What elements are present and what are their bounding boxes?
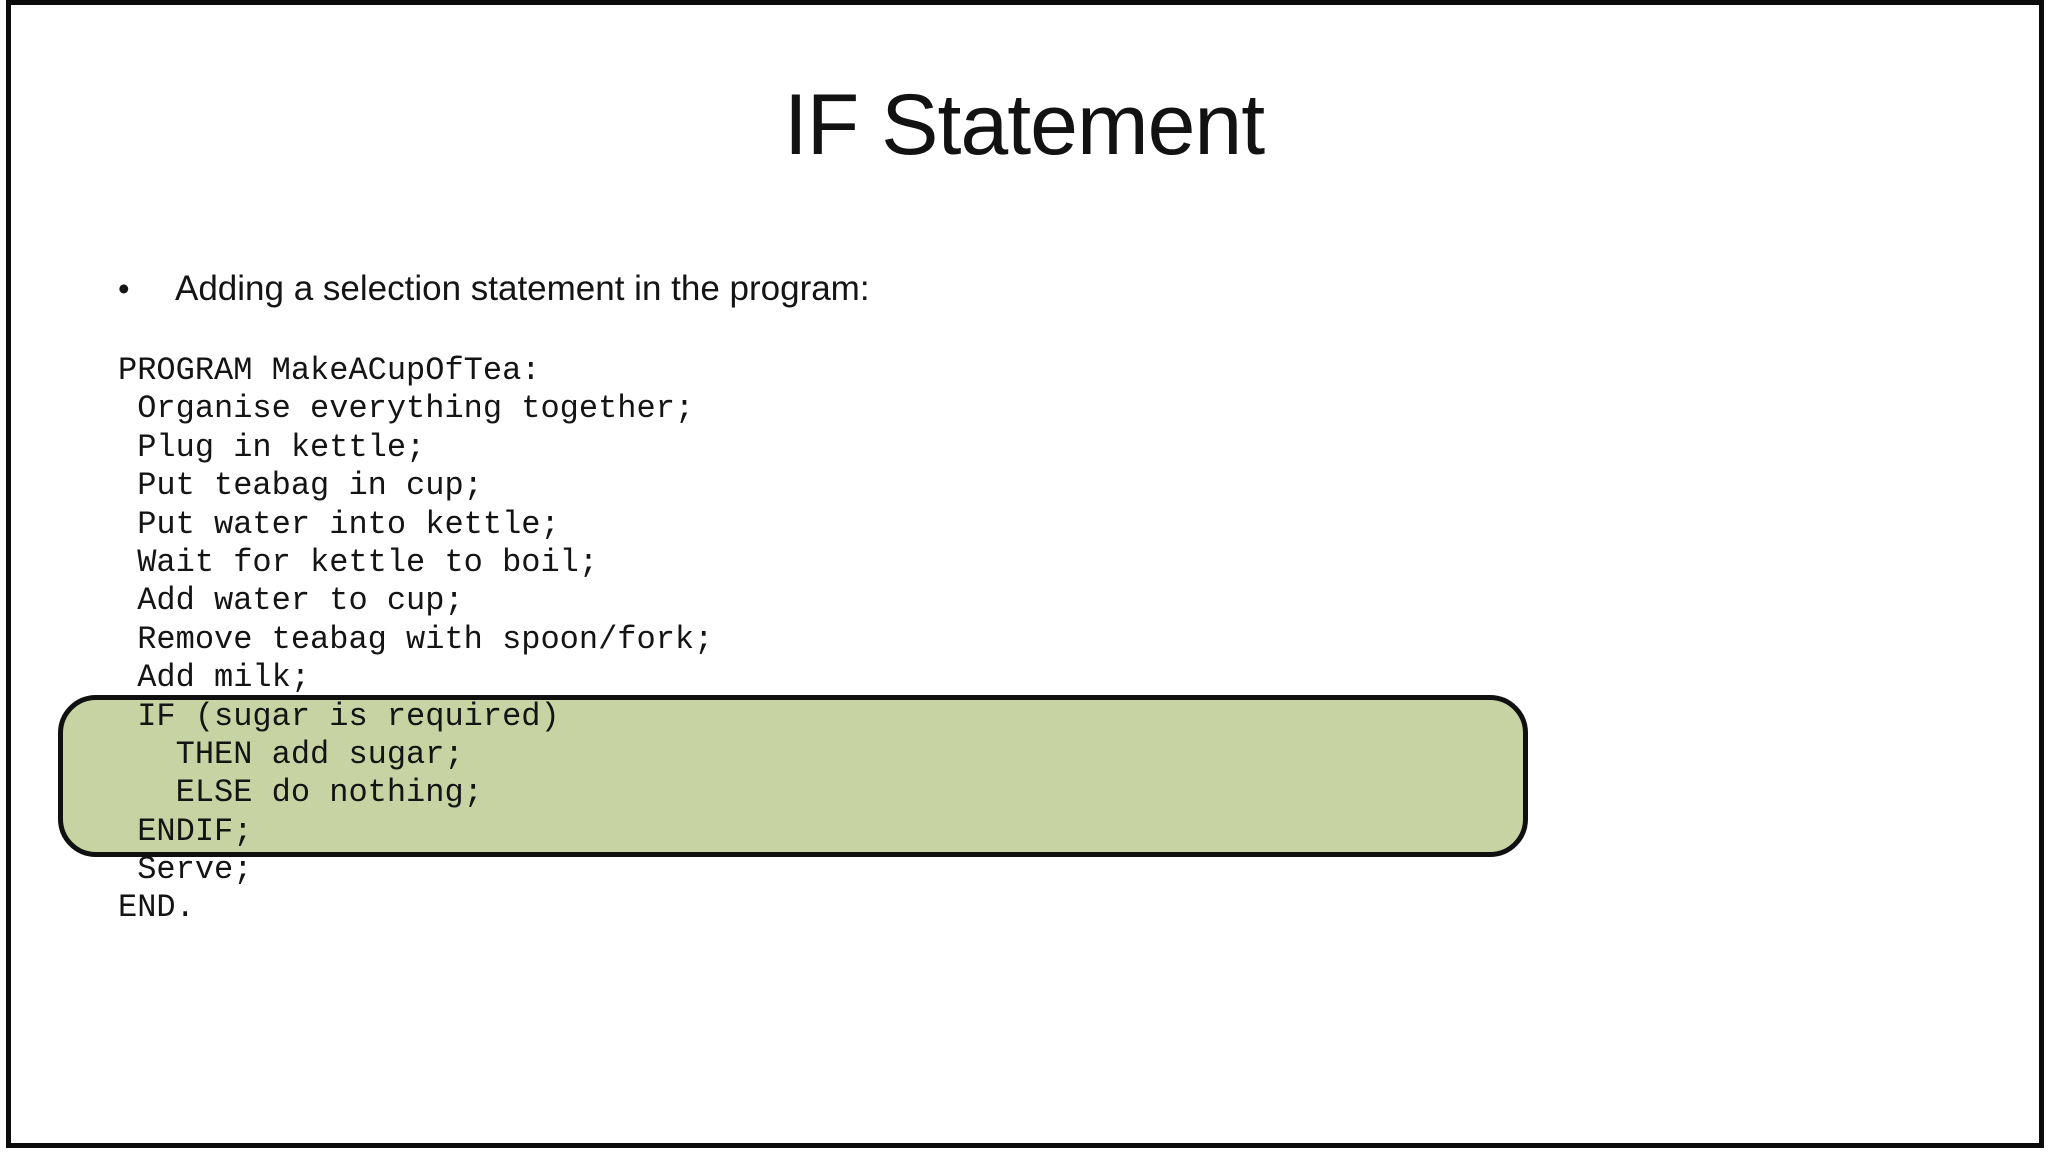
code-line: PROGRAM MakeACupOfTea: xyxy=(118,352,541,389)
bullet-item: • Adding a selection statement in the pr… xyxy=(118,266,870,312)
code-line: Add water to cup; xyxy=(118,582,464,620)
slide-title: IF Statement xyxy=(783,77,1265,173)
bullet-text: Adding a selection statement in the prog… xyxy=(175,269,870,308)
code-line: Add milk; xyxy=(118,659,311,697)
code-line: Wait for kettle to boil; xyxy=(118,543,599,581)
code-line: Organise everything together; xyxy=(118,390,695,428)
code-line: END. xyxy=(118,889,195,927)
code-line: ELSE do nothing; xyxy=(118,774,483,812)
slide-border-frame xyxy=(6,0,2044,1148)
code-line: Put teabag in cup; xyxy=(118,467,483,505)
code-block: PROGRAM MakeACupOfTea: Organise everythi… xyxy=(118,352,713,928)
code-line: Serve; xyxy=(118,851,253,889)
bullet-icon: • xyxy=(118,270,130,307)
code-line: Remove teabag with spoon/fork; xyxy=(118,620,714,658)
highlight-box xyxy=(58,695,1528,857)
code-line: Plug in kettle; xyxy=(118,428,426,466)
code-line: IF (sugar is required) xyxy=(118,697,560,735)
code-line: THEN add sugar; xyxy=(118,735,464,773)
code-line: Put water into kettle; xyxy=(118,505,560,543)
code-line: ENDIF; xyxy=(118,812,253,850)
